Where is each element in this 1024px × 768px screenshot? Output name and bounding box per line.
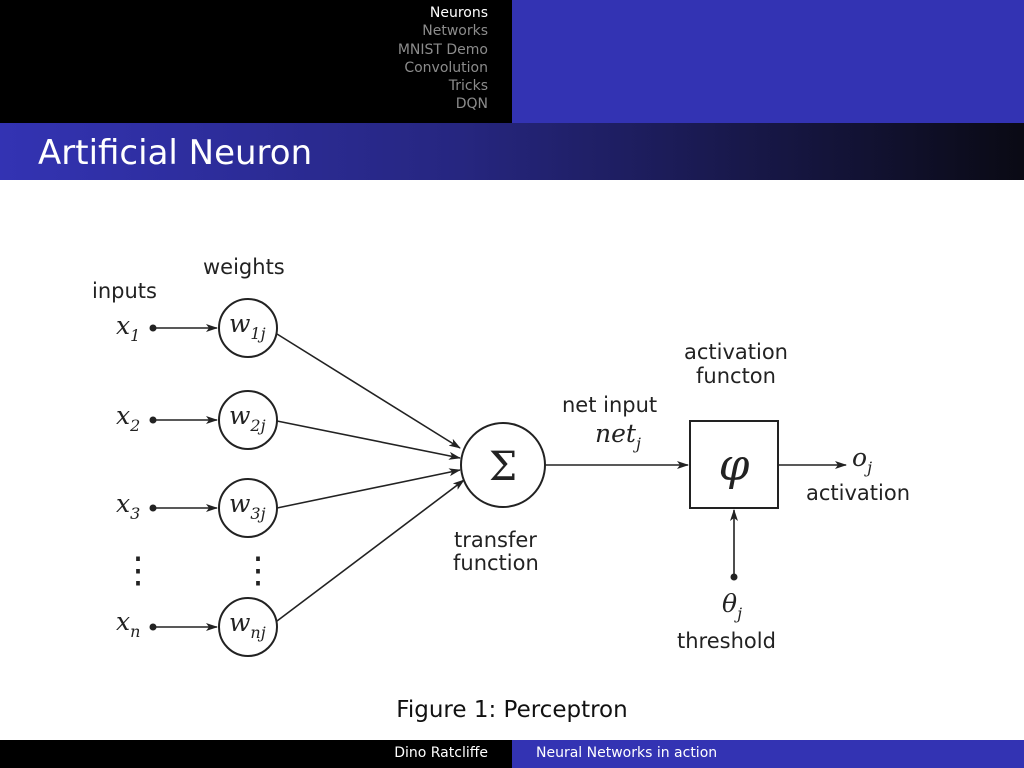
footer-author: Dino Ratcliffe <box>394 745 488 761</box>
weight-arrow-3 <box>276 468 461 509</box>
net-input-symbol: netj <box>595 419 641 453</box>
input-x1: x1 <box>116 311 140 345</box>
header-accent-panel <box>512 0 1024 123</box>
output-symbol: oj <box>852 443 872 477</box>
weights-ellipsis: ⋮ <box>240 550 276 591</box>
input-x2: x2 <box>116 401 140 435</box>
activation-function-box <box>689 420 779 509</box>
activation-function-label-line2: functon <box>696 364 776 388</box>
footer-author-panel: Dino Ratcliffe <box>0 740 512 768</box>
transfer-function-label-line1: transfer <box>454 528 537 552</box>
frame-title-bar: Artificial Neuron <box>0 123 1024 180</box>
activation-function-label-line1: activation <box>684 340 788 364</box>
weight-node-n <box>218 597 278 657</box>
input-x3: x3 <box>116 489 140 523</box>
section-navigation: Neurons Networks MNIST Demo Convolution … <box>0 0 512 123</box>
inputs-ellipsis: ⋮ <box>120 550 156 591</box>
weight-arrow-2 <box>276 420 461 460</box>
nav-item-networks[interactable]: Networks <box>422 23 488 40</box>
threshold-node <box>730 573 738 581</box>
figure-caption: Figure 1: Perceptron <box>396 697 628 723</box>
weight-node-2 <box>218 390 278 450</box>
weight-wnj: wnj <box>229 608 266 642</box>
section-list: Neurons Networks MNIST Demo Convolution … <box>398 4 488 114</box>
threshold-label: threshold <box>677 629 776 653</box>
weights-label: weights <box>203 255 285 279</box>
sum-symbol: Σ <box>489 444 517 490</box>
nav-item-mnist-demo[interactable]: MNIST Demo <box>397 41 488 58</box>
nav-item-dqn[interactable]: DQN <box>455 96 488 113</box>
weight-node-1 <box>218 298 278 358</box>
net-input-label: net input <box>562 393 657 417</box>
weight-w3j: w3j <box>229 489 266 523</box>
perceptron-diagram: inputs weights x1 x2 x3 xn w1j w2j w3j w… <box>92 255 910 657</box>
weight-w2j: w2j <box>229 401 266 435</box>
input-xn: xn <box>116 607 140 641</box>
activation-function-symbol: φ <box>719 440 750 491</box>
nav-item-neurons[interactable]: Neurons <box>429 5 488 21</box>
footer-title-panel: Neural Networks in action <box>512 740 1024 768</box>
weight-w1j: w1j <box>229 309 266 343</box>
frame-title: Artificial Neuron <box>38 133 313 173</box>
inputs-label: inputs <box>92 279 157 303</box>
weight-arrow-n <box>276 479 465 622</box>
activation-output-label: activation <box>806 481 910 505</box>
transfer-function-label-line2: function <box>453 551 539 575</box>
nav-item-convolution[interactable]: Convolution <box>404 59 488 76</box>
weight-arrow-1 <box>276 333 461 449</box>
footer-talk-title: Neural Networks in action <box>536 745 718 761</box>
nav-item-tricks[interactable]: Tricks <box>448 78 488 95</box>
threshold-symbol: θj <box>722 589 742 623</box>
